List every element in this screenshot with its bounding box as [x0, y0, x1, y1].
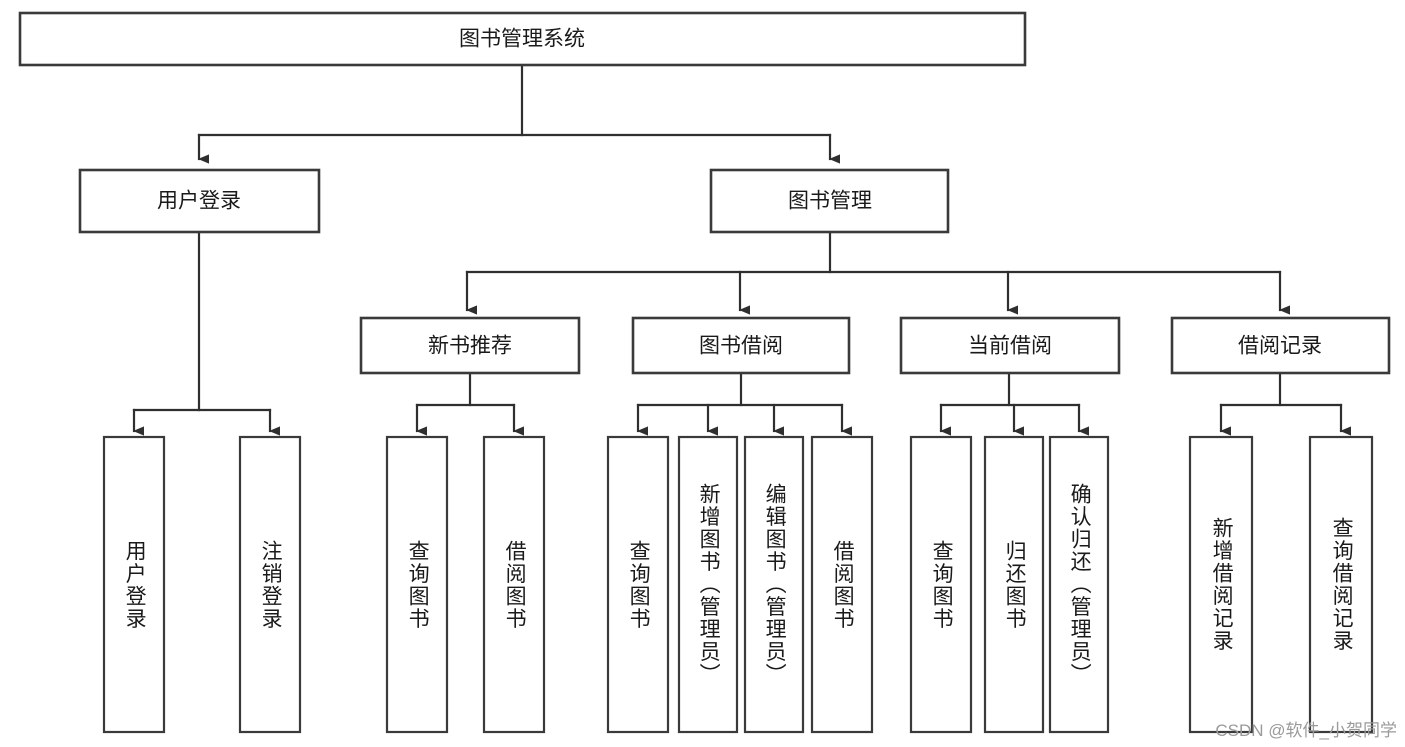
node-borrow-record-label: 借阅记录	[1238, 335, 1322, 358]
node-user-login[interactable]: 用户登录	[78, 168, 321, 234]
node-user-login-box[interactable]	[78, 168, 321, 234]
node-current-borrow[interactable]: 当前借阅	[899, 316, 1121, 375]
leaf-box-query-book-bb[interactable]	[606, 435, 670, 734]
node-new-book-recommend[interactable]: 新书推荐	[359, 316, 581, 375]
leaf-box-edit-book-admin[interactable]	[743, 435, 805, 734]
leaf-box-group	[102, 435, 1374, 734]
node-borrow-record[interactable]: 借阅记录	[1170, 316, 1391, 375]
node-book-management-box[interactable]	[709, 168, 950, 234]
leaf-box-logout[interactable]	[238, 435, 302, 734]
leaf-box-return-book[interactable]	[983, 435, 1045, 734]
connector-group	[132, 63, 1351, 436]
leaf-box-add-borrow-record[interactable]	[1188, 435, 1254, 734]
node-new-book-recommend-box[interactable]	[359, 316, 581, 375]
node-book-borrow-box[interactable]	[631, 316, 851, 375]
leaf-box-confirm-return-admin[interactable]	[1048, 435, 1110, 734]
leaf-box-borrow-book-bb[interactable]	[810, 435, 874, 734]
node-user-login-label: 用户登录	[157, 190, 241, 213]
leaf-box-query-book-cb[interactable]	[909, 435, 973, 734]
node-book-borrow[interactable]: 图书借阅	[631, 316, 851, 375]
node-borrow-record-box[interactable]	[1170, 316, 1391, 375]
node-root[interactable]: 图书管理系统	[18, 11, 1027, 67]
node-book-borrow-label: 图书借阅	[699, 335, 783, 358]
leaf-box-user-login[interactable]	[102, 435, 166, 734]
node-root-box[interactable]	[18, 11, 1027, 67]
leaf-box-query-borrow-record[interactable]	[1308, 435, 1374, 734]
leaf-box-borrow-book-nbr[interactable]	[482, 435, 546, 734]
node-book-management[interactable]: 图书管理	[709, 168, 950, 234]
leaf-box-query-book-nbr[interactable]	[385, 435, 449, 734]
node-root-label: 图书管理系统	[459, 28, 585, 51]
node-new-book-recommend-label: 新书推荐	[428, 335, 512, 358]
node-current-borrow-label: 当前借阅	[968, 335, 1052, 358]
node-book-management-label: 图书管理	[788, 190, 872, 213]
node-current-borrow-box[interactable]	[899, 316, 1121, 375]
leaf-box-add-book-admin[interactable]	[677, 435, 739, 734]
